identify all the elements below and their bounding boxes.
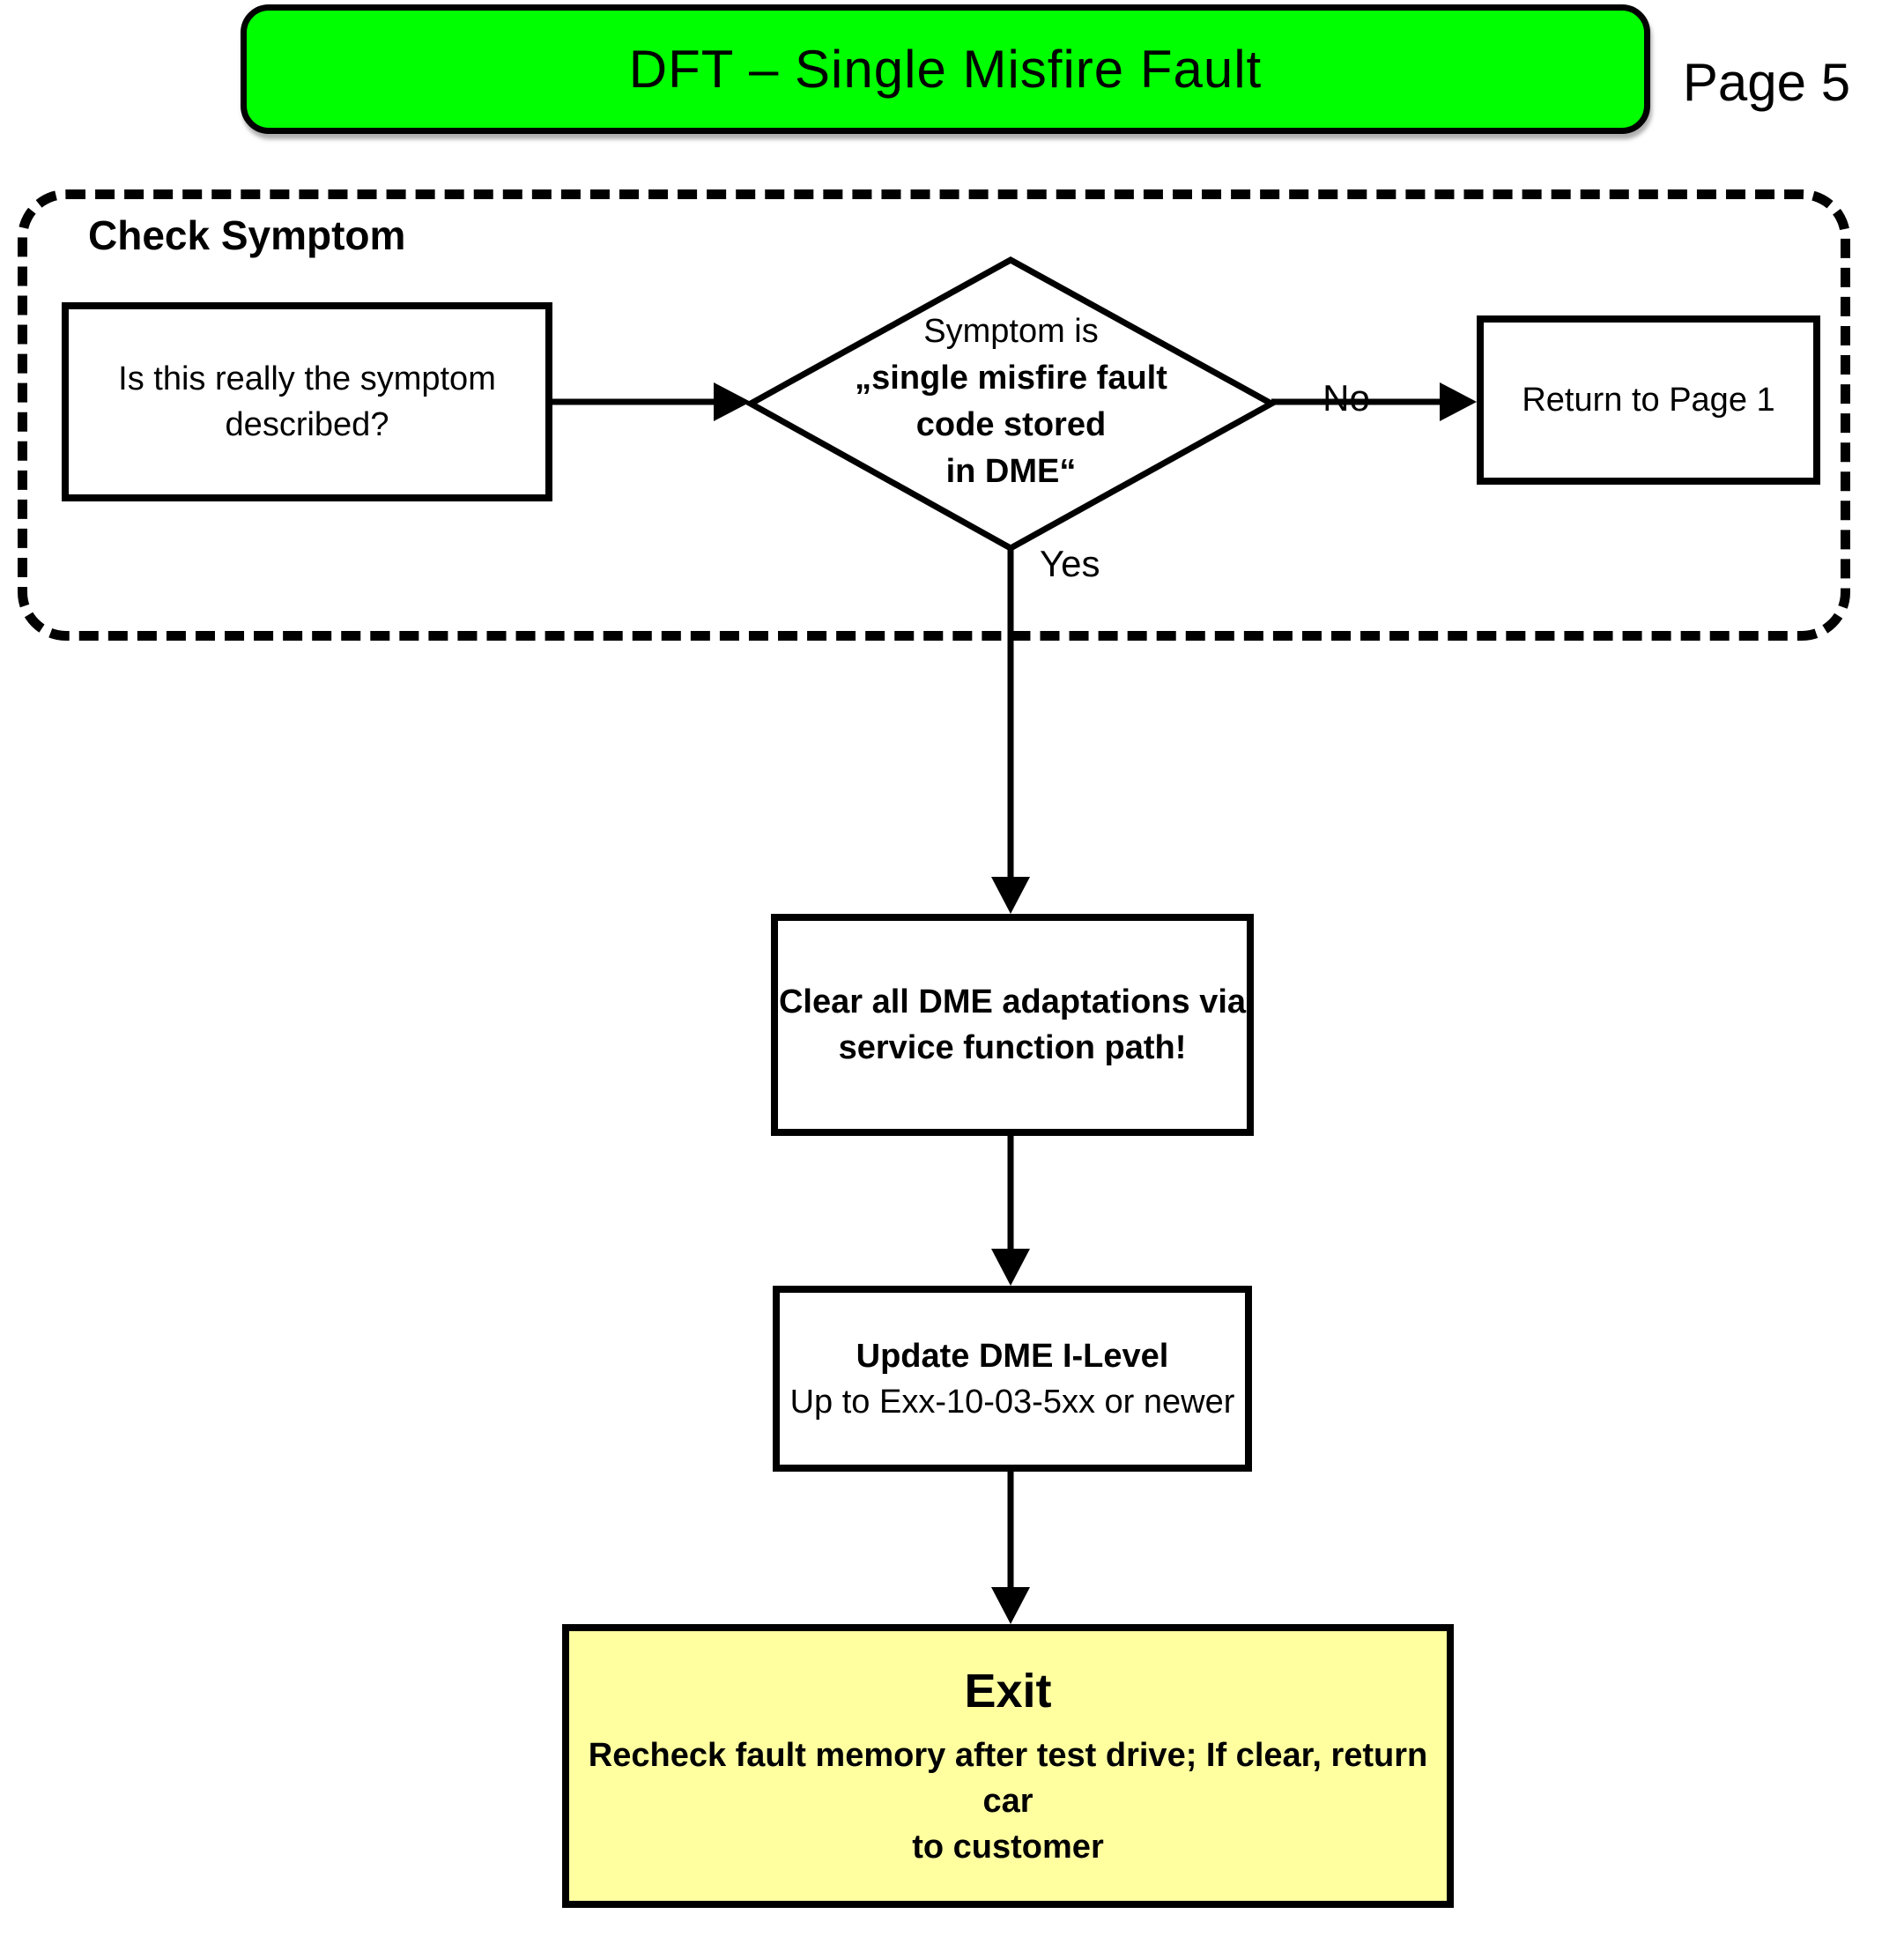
- exit-title: Exit: [964, 1665, 1052, 1718]
- decision-line: in DME“: [945, 453, 1077, 490]
- flowchart-title-banner: DFT – Single Misfire Fault: [241, 4, 1650, 134]
- arrowhead-down-icon: [991, 1587, 1030, 1624]
- exit-body-line: Recheck fault memory after test drive; I…: [588, 1737, 1428, 1820]
- no-branch-label: No: [1322, 377, 1370, 419]
- decision-line: „single misfire fault: [855, 360, 1167, 397]
- arrowhead-right-icon: [714, 382, 751, 421]
- update-ilevel-box: Update DME I-Level Up to Exx-10-03-5xx o…: [773, 1286, 1252, 1472]
- arrowhead-right-icon: [1440, 382, 1477, 421]
- check-symptom-heading: Check Symptom: [88, 212, 406, 258]
- check-symptom-container: [18, 189, 1850, 641]
- yes-branch-label: Yes: [1040, 543, 1100, 584]
- decision-line: Symptom is: [923, 313, 1099, 350]
- clear-adaptations-line: service function path!: [838, 1029, 1187, 1066]
- clear-adaptations-line: Clear all DME adaptations via: [778, 983, 1247, 1020]
- update-ilevel-title: Update DME I-Level: [856, 1337, 1169, 1375]
- arrowhead-down-icon: [991, 1249, 1030, 1286]
- arrowhead-down-icon: [991, 877, 1030, 914]
- decision-line: code stored: [915, 406, 1107, 443]
- page-number-label: Page 5: [1682, 52, 1851, 112]
- exit-box: Exit Recheck fault memory after test dri…: [562, 1624, 1454, 1908]
- decision-diamond: [744, 256, 1278, 553]
- page-title: DFT – Single Misfire Fault: [628, 40, 1263, 99]
- clear-adaptations-box: Clear all DME adaptations via service fu…: [771, 914, 1254, 1136]
- return-to-page1-box: Return to Page 1: [1477, 315, 1820, 485]
- symptom-question-box: Is this really the symptom described?: [62, 302, 552, 501]
- update-ilevel-detail: Up to Exx-10-03-5xx or newer: [789, 1383, 1235, 1421]
- exit-body-line: to customer: [912, 1829, 1104, 1866]
- decision-text: Symptom is „single misfire fault code st…: [751, 308, 1271, 495]
- symptom-question-text: Is this really the symptom described?: [118, 360, 496, 443]
- return-to-page1-text: Return to Page 1: [1522, 382, 1775, 419]
